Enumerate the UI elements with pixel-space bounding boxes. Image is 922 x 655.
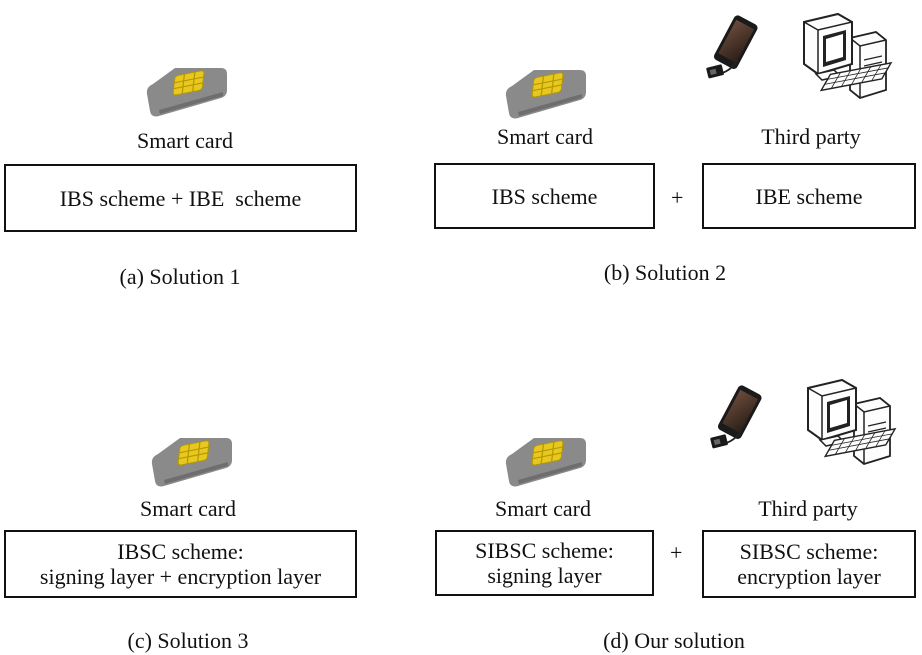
ibe-scheme-text: IBE scheme: [755, 183, 863, 209]
caption-b: (b) Solution 2: [603, 260, 727, 285]
scheme-text: IBS scheme + IBE scheme: [59, 185, 302, 211]
smart-card-icon: [505, 69, 587, 120]
computer-icon: [803, 13, 893, 99]
caption-a: (a) Solution 1: [119, 264, 241, 289]
sibsc-encryption-box: SIBSC scheme: encryption layer: [702, 530, 916, 598]
ibsc-line1: IBSC scheme:: [117, 539, 244, 564]
smart-card-label: Smart card: [497, 124, 593, 149]
smart-card-icon: [151, 437, 233, 488]
computer-icon: [807, 379, 897, 465]
plus-sign: +: [670, 540, 683, 565]
smart-card-label: Smart card: [140, 496, 236, 521]
plus-sign: +: [671, 185, 684, 210]
smart-card-icon: [146, 67, 228, 118]
ibs-scheme-text: IBS scheme: [491, 183, 598, 209]
smart-card-icon: [505, 437, 587, 488]
phone-icon: [705, 13, 760, 80]
caption-c: (c) Solution 3: [127, 628, 249, 653]
sibsc-signing-box: SIBSC scheme: signing layer: [435, 530, 654, 596]
third-party-label: Third party: [761, 124, 861, 149]
ibe-scheme-box: IBE scheme: [702, 163, 916, 229]
smart-card-label: Smart card: [495, 496, 591, 521]
phone-icon: [709, 383, 764, 450]
smart-card-label: Smart card: [137, 128, 233, 153]
third-party-label: Third party: [758, 496, 858, 521]
ibsc-scheme-box: IBSC scheme: signing layer + encryption …: [4, 530, 357, 598]
sibsc-left-line1: SIBSC scheme:: [475, 538, 614, 563]
sibsc-right-line2: encryption layer: [737, 564, 881, 589]
sibsc-left-line2: signing layer: [487, 563, 602, 588]
ibs-scheme-box: IBS scheme: [434, 163, 655, 229]
scheme-box: IBS scheme + IBE scheme: [4, 164, 357, 232]
sibsc-right-line1: SIBSC scheme:: [739, 539, 879, 564]
ibsc-line2: signing layer + encryption layer: [39, 564, 322, 589]
caption-d: (d) Our solution: [603, 628, 745, 653]
